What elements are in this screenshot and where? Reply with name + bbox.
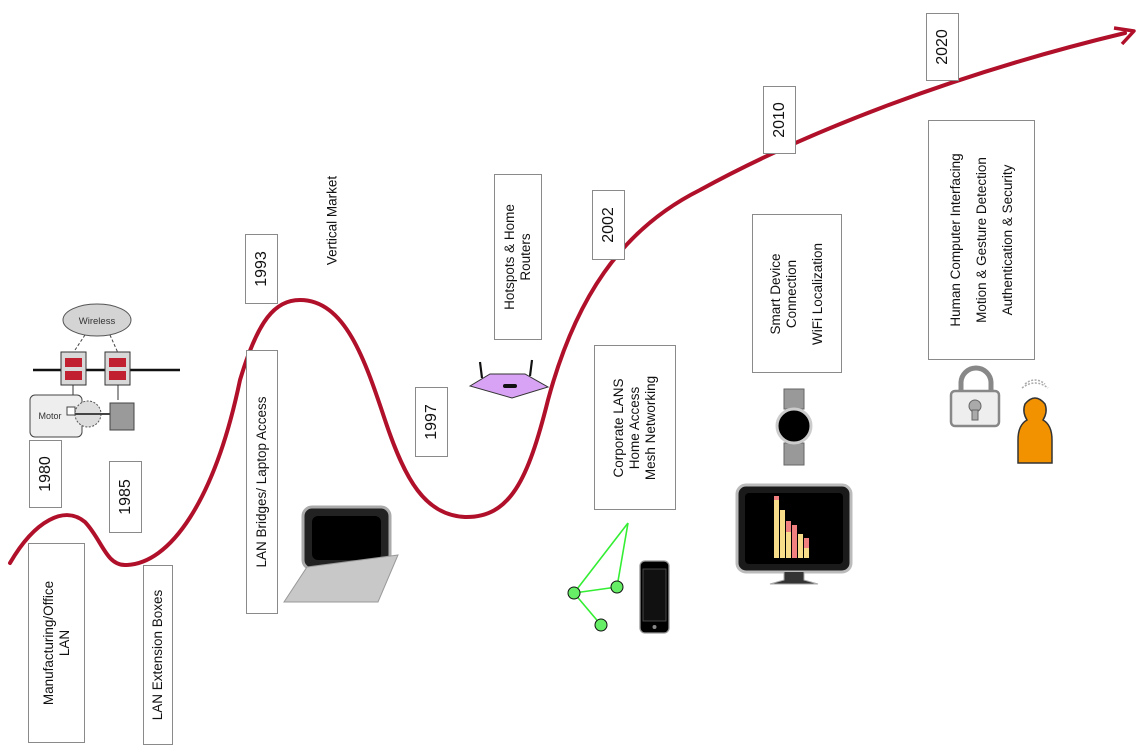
lan-bridges-box: LAN Bridges/ Laptop Access [246, 350, 278, 614]
smart-device-label: Smart Device Connection WiFi Localizatio… [768, 242, 825, 345]
industrial-wireless-icon: Wireless Motor [29, 303, 180, 438]
corporate-lans-box: Corporate LANS Home Access Mesh Networki… [594, 345, 676, 510]
person-icon [1017, 379, 1053, 464]
year-1993-box: 1993 [245, 234, 278, 304]
hotspots-box: Hotspots & Home Routers [494, 174, 542, 340]
lan-extension-box: LAN Extension Boxes [143, 565, 173, 745]
wireless-text: Wireless [79, 316, 116, 327]
timeline-curve [8, 31, 1127, 568]
year-2020-box: 2020 [926, 13, 959, 81]
year-1993: 1993 [252, 251, 270, 287]
manufacturing-lan-box: Manufacturing/Office LAN [28, 543, 85, 743]
year-1997-box: 1997 [415, 387, 448, 457]
human-computer-label: Human Computer Interfacing Motion & Gest… [947, 153, 1015, 327]
monitor-chart-icon [735, 483, 853, 585]
year-2010-box: 2010 [763, 86, 796, 154]
lan-extension-label: LAN Extension Boxes [150, 589, 165, 721]
motor-text: Motor [38, 411, 61, 421]
vertical-market-label: Vertical Market [324, 175, 340, 266]
year-1980: 1980 [36, 456, 54, 492]
year-2020: 2020 [933, 29, 951, 65]
year-1980-box: 1980 [29, 440, 62, 508]
year-2010: 2010 [770, 102, 788, 138]
smart-device-box: Smart Device Connection WiFi Localizatio… [752, 214, 842, 373]
padlock-icon [949, 365, 1001, 428]
hotspots-label: Hotspots & Home Routers [502, 204, 533, 310]
manufacturing-lan-label: Manufacturing/Office LAN [40, 580, 72, 706]
router-icon [468, 359, 550, 399]
mesh-network-icon [567, 522, 629, 632]
year-2002: 2002 [599, 207, 617, 243]
smartphone-icon [639, 560, 670, 634]
year-1985: 1985 [116, 479, 134, 515]
corporate-lans-label: Corporate LANS Home Access Mesh Networki… [611, 375, 658, 480]
year-1997: 1997 [422, 404, 440, 440]
year-2002-box: 2002 [592, 190, 625, 260]
lan-bridges-label: LAN Bridges/ Laptop Access [254, 396, 269, 568]
arrowhead [1113, 26, 1136, 46]
smartwatch-icon [775, 388, 813, 466]
human-computer-box: Human Computer Interfacing Motion & Gest… [928, 120, 1035, 360]
laptop-icon [283, 505, 399, 603]
year-1985-box: 1985 [109, 461, 142, 533]
